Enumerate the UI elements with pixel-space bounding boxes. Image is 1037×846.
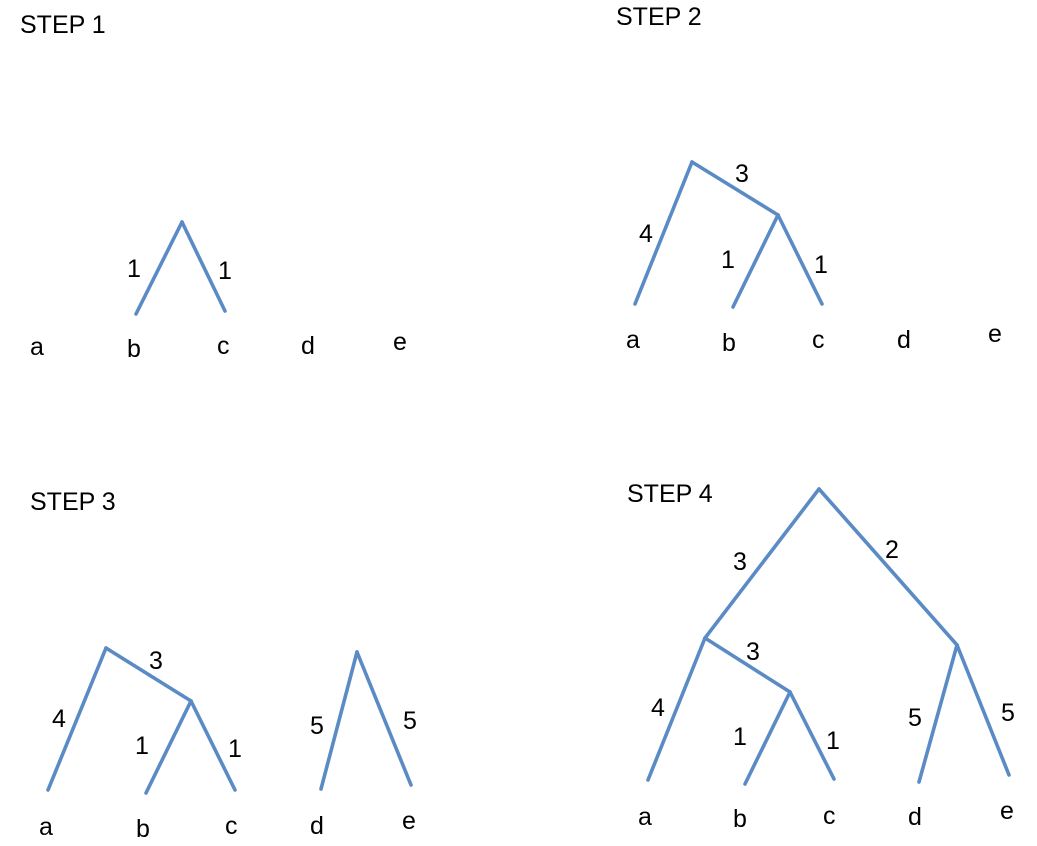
step-2-edge-label-c: 1 bbox=[814, 251, 828, 279]
step-4-edge-d bbox=[917, 643, 959, 784]
step-4-edge-label-root-right: 2 bbox=[885, 536, 899, 564]
step-2-edge-label-inner: 3 bbox=[735, 160, 749, 188]
step-4-edge-inner bbox=[703, 636, 792, 694]
step-4-edge-label-inner: 3 bbox=[746, 638, 760, 666]
step-2-title: STEP 2 bbox=[616, 3, 702, 31]
step-3-edge-a bbox=[46, 646, 108, 792]
step-3-panel: STEP 3 4 3 1 1 5 5 a b c d e bbox=[30, 488, 417, 843]
step-2-edge-inner bbox=[690, 160, 780, 217]
step-4-edge-a bbox=[646, 636, 707, 782]
step-2-panel: STEP 2 4 3 1 1 a b c d e bbox=[616, 3, 1002, 357]
step-2-edge-c bbox=[776, 213, 824, 306]
step-3-edge-b bbox=[144, 699, 193, 795]
step-3-edge-label-c: 1 bbox=[228, 735, 242, 763]
step-4-panel: STEP 4 3 2 4 3 1 1 5 5 a b c d e bbox=[627, 480, 1015, 833]
step-2-leaf-e: e bbox=[988, 320, 1002, 348]
step-4-leaf-d: d bbox=[908, 803, 922, 831]
step-4-edge-label-c: 1 bbox=[826, 727, 840, 755]
step-3-edge-c bbox=[189, 699, 237, 792]
step-3-edge-label-a: 4 bbox=[52, 705, 66, 733]
step-1-edge-label-b: 1 bbox=[127, 255, 141, 283]
step-1-title: STEP 1 bbox=[20, 11, 106, 39]
step-1-leaf-c: c bbox=[217, 332, 230, 360]
step-4-leaf-c: c bbox=[823, 802, 836, 830]
step-3-leaf-b: b bbox=[136, 815, 150, 843]
step-3-title: STEP 3 bbox=[30, 488, 116, 516]
step-3-edge-label-d: 5 bbox=[310, 712, 324, 740]
step-1-leaf-e: e bbox=[393, 328, 407, 356]
step-1-leaf-a: a bbox=[30, 333, 44, 361]
step-4-edge-label-a: 4 bbox=[651, 694, 665, 722]
step-3-edge-inner bbox=[104, 646, 193, 703]
step-2-leaf-b: b bbox=[722, 329, 736, 357]
step-1-panel: STEP 1 1 1 a b c d e bbox=[20, 11, 407, 363]
step-2-edge-label-a: 4 bbox=[639, 220, 653, 248]
step-1-leaf-d: d bbox=[301, 332, 315, 360]
step-4-title: STEP 4 bbox=[627, 480, 713, 508]
step-4-edge-c bbox=[788, 690, 836, 781]
step-3-edge-label-b: 1 bbox=[135, 732, 149, 760]
step-1-leaf-b: b bbox=[127, 335, 141, 363]
step-3-edge-d bbox=[319, 650, 359, 791]
step-2-leaf-d: d bbox=[897, 326, 911, 354]
step-4-edge-label-e: 5 bbox=[1001, 699, 1015, 727]
step-4-edge-e bbox=[955, 643, 1011, 777]
step-3-leaf-d: d bbox=[310, 812, 324, 840]
step-3-edge-e bbox=[355, 650, 413, 787]
step-4-edge-label-d: 5 bbox=[908, 704, 922, 732]
step-3-edge-label-e: 5 bbox=[403, 707, 417, 735]
step-4-leaf-b: b bbox=[733, 805, 747, 833]
step-2-edge-b bbox=[731, 213, 780, 309]
step-3-leaf-c: c bbox=[225, 812, 238, 840]
step-1-edge-c bbox=[180, 220, 227, 313]
step-4-edge-root-right bbox=[817, 487, 959, 647]
step-2-edge-label-b: 1 bbox=[721, 246, 735, 274]
step-1-edge-label-c: 1 bbox=[218, 257, 232, 285]
step-3-leaf-e: e bbox=[402, 807, 416, 835]
step-4-leaf-a: a bbox=[638, 803, 652, 831]
step-1-edge-b bbox=[134, 220, 184, 316]
step-3-leaf-a: a bbox=[39, 813, 53, 841]
step-4-leaf-e: e bbox=[1000, 797, 1014, 825]
step-3-edge-label-inner: 3 bbox=[149, 647, 163, 675]
step-4-edge-b bbox=[743, 690, 792, 786]
step-2-leaf-c: c bbox=[812, 326, 825, 354]
step-2-leaf-a: a bbox=[626, 326, 640, 354]
step-4-edge-label-root-left: 3 bbox=[733, 548, 747, 576]
step-4-edge-root-left bbox=[703, 487, 821, 640]
step-2-edge-a bbox=[633, 160, 694, 306]
step-4-edge-label-b: 1 bbox=[733, 723, 747, 751]
